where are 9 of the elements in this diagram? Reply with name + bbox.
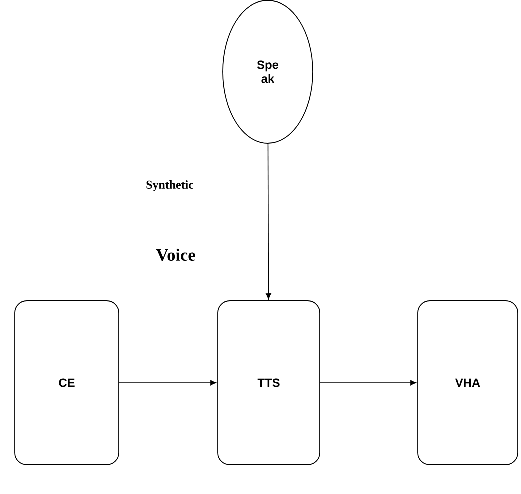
process-box: VHA <box>418 300 518 466</box>
process-box: TTS <box>218 300 320 466</box>
ellipse-node: Spe ak <box>222 0 314 144</box>
text-label: Voice <box>156 248 196 262</box>
arrow <box>266 144 272 300</box>
arrow <box>119 380 216 386</box>
arrow <box>320 380 416 386</box>
text-label: Synthetic <box>146 180 194 192</box>
process-box: CE <box>14 300 120 466</box>
